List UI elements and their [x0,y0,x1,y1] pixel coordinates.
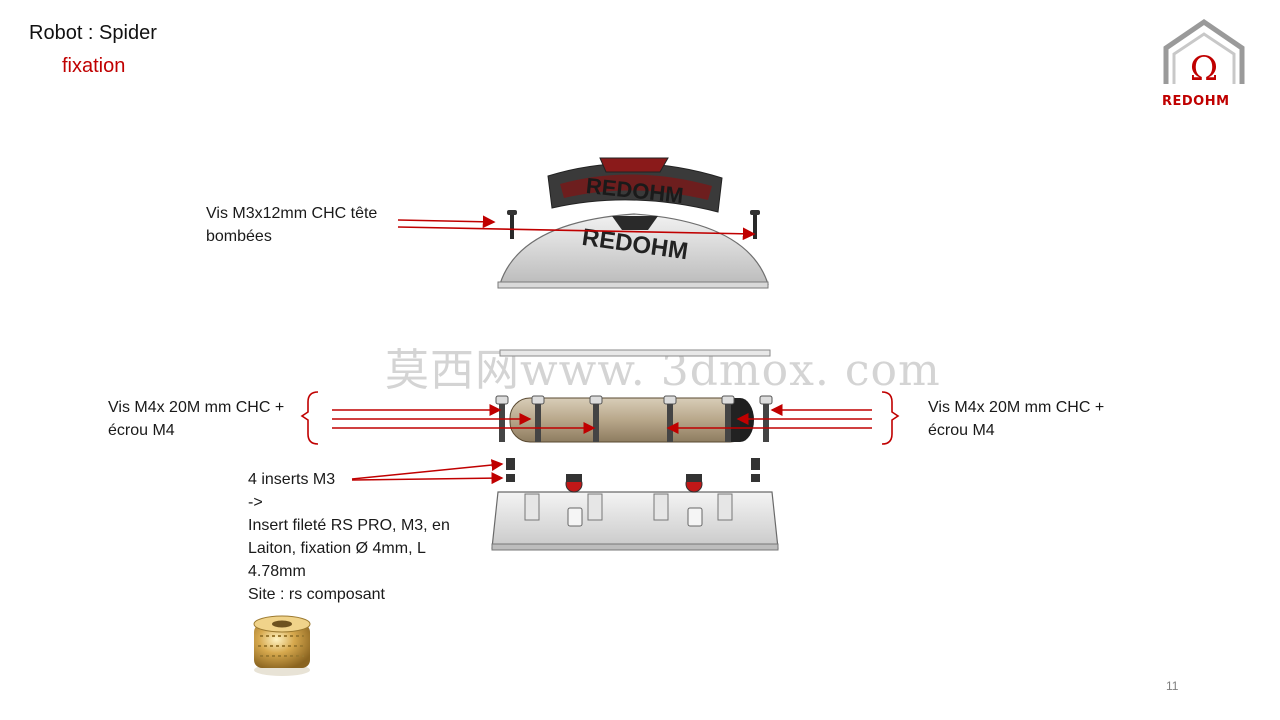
house-omega-icon: Ω [1163,18,1245,89]
insert [751,474,760,482]
slide-title: Robot : Spider [29,22,157,44]
arrow-top-2 [397,226,756,241]
m3-screw-right [750,210,760,239]
label-m4-screws-right: Vis M4x 20M mm CHC + écrou M4 [928,396,1104,442]
m4-screw [721,395,735,442]
logo-text: REDOHM [1162,94,1230,109]
label-m3-screws: Vis M3x12mm CHC tête bombées [206,202,377,248]
top-emblem-plate: REDOHM [547,157,723,213]
redohm-logo: Ω REDOHM [1158,18,1250,110]
m4-screw [531,395,545,442]
left-bracket [300,391,319,445]
m4-screw [759,395,773,442]
svg-text:Ω: Ω [1190,49,1218,89]
right-bracket [881,391,900,445]
insert [506,474,515,482]
thin-rod [499,349,771,357]
insert [751,458,760,470]
label-inserts-line4: Laiton, fixation Ø 4mm, L [248,540,426,557]
label-m3-screws-line1: Vis M3x12mm CHC tête [206,205,378,222]
label-m4-left-line2: écrou M4 [108,422,175,439]
label-inserts-line3: Insert fileté RS PRO, M3, en [248,517,450,534]
arrow-top-1 [397,215,496,229]
arrow-insert-2 [351,472,504,485]
page-number: 11 [1166,679,1179,693]
battery-tube [509,397,754,443]
label-m4-left-line1: Vis M4x 20M mm CHC + [108,399,285,416]
label-inserts-line6: Site : rs composant [248,586,385,603]
label-inserts: 4 inserts M3 -> Insert fileté RS PRO, M3… [248,468,450,606]
slide-subtitle: fixation [62,55,126,77]
label-inserts-line1: 4 inserts M3 [248,471,336,488]
arrow-insert-1 [351,459,504,480]
label-m4-right-line2: écrou M4 [928,422,995,439]
m4-screw [495,395,509,442]
m4-screw [589,395,603,442]
m3-inserts [506,458,760,482]
m3-screw-left [507,210,517,239]
label-m3-screws-line2: bombées [206,228,272,245]
label-inserts-line5: 4.78mm [248,563,306,580]
label-inserts-line2: -> [248,494,263,511]
label-m4-screws-left: Vis M4x 20M mm CHC + écrou M4 [108,396,284,442]
insert [506,458,515,470]
label-m4-right-line1: Vis M4x 20M mm CHC + [928,399,1105,416]
brass-insert-image [253,615,311,676]
base-plate [491,474,779,551]
dome-cover: REDOHM [497,213,769,289]
